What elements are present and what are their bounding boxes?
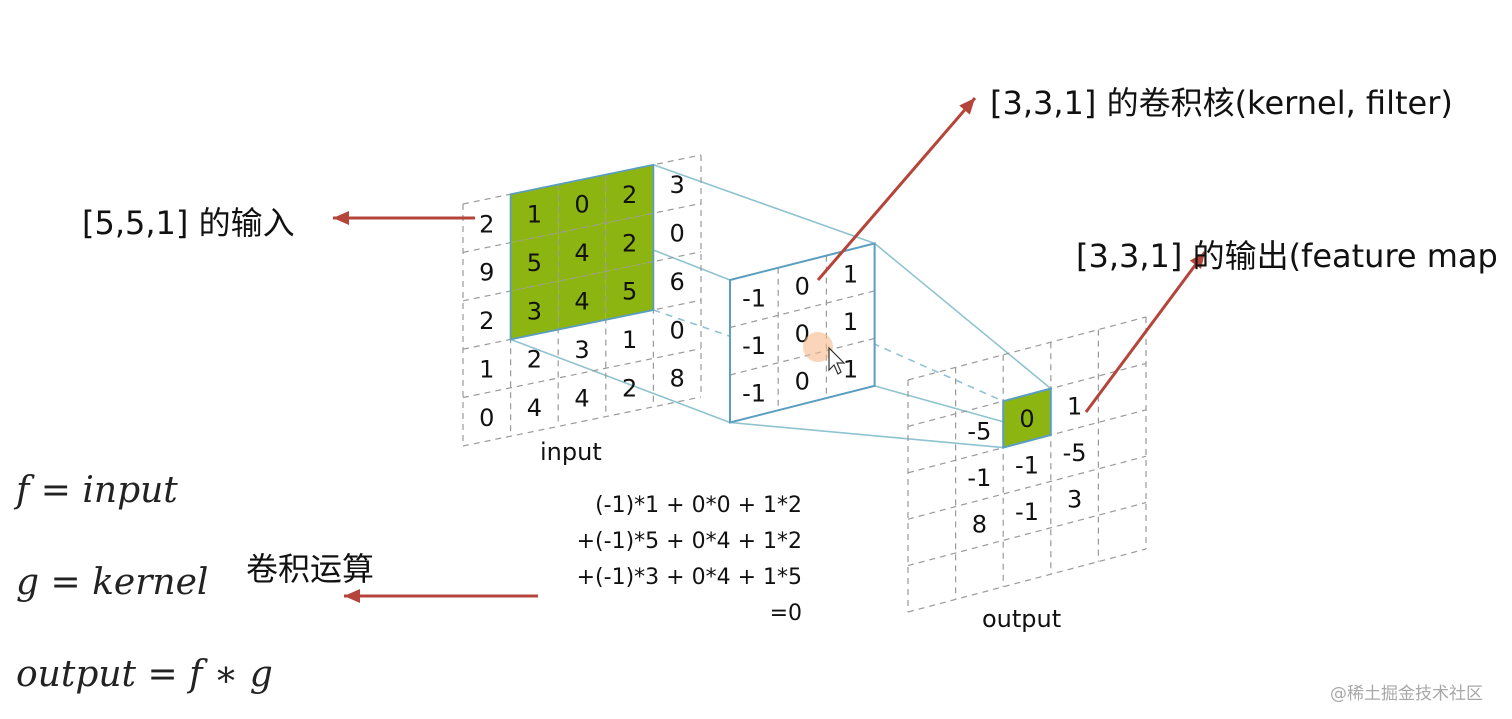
arrow-to-kernel-label [816, 97, 977, 281]
formula-f: f = input [16, 470, 178, 511]
input-cell-value: 2 [622, 229, 637, 257]
input-highlight-cell [510, 184, 559, 243]
output-label: [3,3,1] 的输出(feature map [1076, 237, 1498, 275]
output-cell-value: 1 [1067, 393, 1082, 421]
mouse-cursor-icon [803, 332, 846, 375]
arrow-to-output-label-head [1189, 252, 1205, 270]
input-cell-value: 9 [479, 259, 494, 287]
input-cell-value: 0 [574, 191, 589, 219]
input-cell-value: 2 [527, 346, 542, 374]
kernel-cell-value: 0 [795, 272, 810, 300]
input-row-line [462, 396, 702, 447]
input-cell-value: 2 [622, 181, 637, 209]
input-highlight-cell [510, 281, 559, 340]
input-row-line [462, 202, 702, 253]
output-row-line [907, 548, 1147, 613]
input-highlight-cell [605, 213, 654, 272]
input-row-line [462, 348, 702, 399]
input-cell-value: 4 [574, 239, 589, 267]
output-focus-border [1002, 387, 1052, 449]
input-cell-value: 2 [479, 210, 494, 238]
arrow-to-kernel-label-head [959, 98, 975, 115]
input-highlight-cell [510, 232, 559, 291]
kernel-cell-value: 1 [843, 355, 858, 383]
output-row-line [907, 455, 1147, 520]
kernel-cell-value: -1 [742, 285, 766, 313]
kernel-cell-value: -1 [742, 380, 766, 408]
kernel-row-line [729, 290, 875, 329]
calc-line-3: +(-1)*3 + 0*4 + 1*5 [576, 565, 802, 590]
input-cell-value: 4 [574, 384, 589, 412]
input-cell-value: 8 [670, 365, 685, 393]
output-row-line [907, 502, 1147, 567]
input-grid: 2 1 0 2 3 9 5 4 2 0 2 3 4 5 6 1 2 3 1 0 0 4 4 2 8 [462, 154, 702, 447]
cursor-highlight [803, 332, 833, 362]
calculation-block: (-1)*1 + 0*0 + 1*2 +(-1)*5 + 0*4 + 1*2 +… [530, 488, 802, 632]
output-cell-value: -1 [1015, 452, 1039, 480]
input-cell-value: 1 [622, 326, 637, 354]
formula-g: g = kernel [16, 562, 209, 603]
input-cell-value: 3 [574, 336, 589, 364]
output-cell-value: 0 [1019, 405, 1034, 433]
input-label: [5,5,1] 的输入 [82, 204, 295, 242]
input-highlight-cell [558, 223, 606, 282]
input-cell-value: 0 [479, 404, 494, 432]
input-cell-value: 5 [527, 249, 542, 277]
output-row-line [907, 316, 1147, 381]
input-row-line [462, 251, 702, 302]
arrow-to-output-label [1084, 251, 1207, 413]
calc-line-2: +(-1)*5 + 0*4 + 1*2 [576, 529, 802, 554]
kernel-label: [3,3,1] 的卷积核(kernel, filter) [990, 84, 1453, 122]
input-cell-value: 0 [670, 316, 685, 344]
input-cell-value: 5 [622, 278, 637, 306]
kernel-cell-value: -1 [742, 332, 766, 360]
output-cell-value: 3 [1067, 485, 1082, 513]
input-caption: input [540, 438, 602, 466]
conv-op-label: 卷积运算 [246, 550, 375, 588]
kernel-cell-value: 1 [843, 308, 858, 336]
input-cell-value: 0 [670, 220, 685, 248]
calc-line-4: =0 [769, 601, 802, 626]
input-cell-value: 4 [527, 394, 542, 422]
input-highlight-cell [605, 261, 654, 320]
output-cell-value: 8 [972, 511, 987, 539]
input-highlight-cell [605, 164, 654, 223]
input-highlight-cell [558, 271, 606, 330]
output-cell-value: -1 [1015, 498, 1039, 526]
kernel-border [729, 242, 876, 424]
input-cell-value: 2 [479, 307, 494, 335]
output-grid: -5 0 1 -1 -1 -5 8 -1 3 [907, 316, 1147, 613]
input-window-border [509, 163, 655, 341]
arrow-to-input-label-head [333, 211, 349, 225]
input-cell-value: 6 [670, 268, 685, 296]
formula-output: output = f ∗ g [16, 654, 273, 695]
output-cell-value: -1 [967, 464, 991, 492]
input-cell-value: 2 [622, 375, 637, 403]
projection-line [510, 338, 731, 424]
output-cell-value: -5 [1063, 439, 1087, 467]
annotation-arrows [333, 97, 1207, 603]
projection-line [729, 421, 1004, 449]
input-cell-value: 1 [479, 356, 494, 384]
input-cell-value: 1 [527, 201, 542, 229]
kernel-background [730, 243, 875, 423]
kernel-row-line [729, 337, 875, 376]
input-cell-value: 4 [574, 288, 589, 316]
output-highlight-cell [1003, 388, 1051, 448]
kernel-cell-value: 1 [843, 260, 858, 288]
projection-line [653, 164, 875, 245]
kernel-cell-value: 0 [795, 367, 810, 395]
output-caption: output [982, 605, 1062, 633]
arrow-to-conv-op-head [344, 589, 360, 603]
input-cell-value: 3 [527, 297, 542, 325]
cursor-pointer [828, 346, 846, 375]
calc-line-1: (-1)*1 + 0*0 + 1*2 [595, 493, 802, 518]
input-highlight-cell [558, 174, 606, 233]
projection-line [874, 242, 1052, 390]
watermark: @稀土掘金技术社区 [1330, 684, 1483, 704]
input-cell-value: 3 [670, 171, 685, 199]
output-cell-value: -5 [967, 418, 991, 446]
